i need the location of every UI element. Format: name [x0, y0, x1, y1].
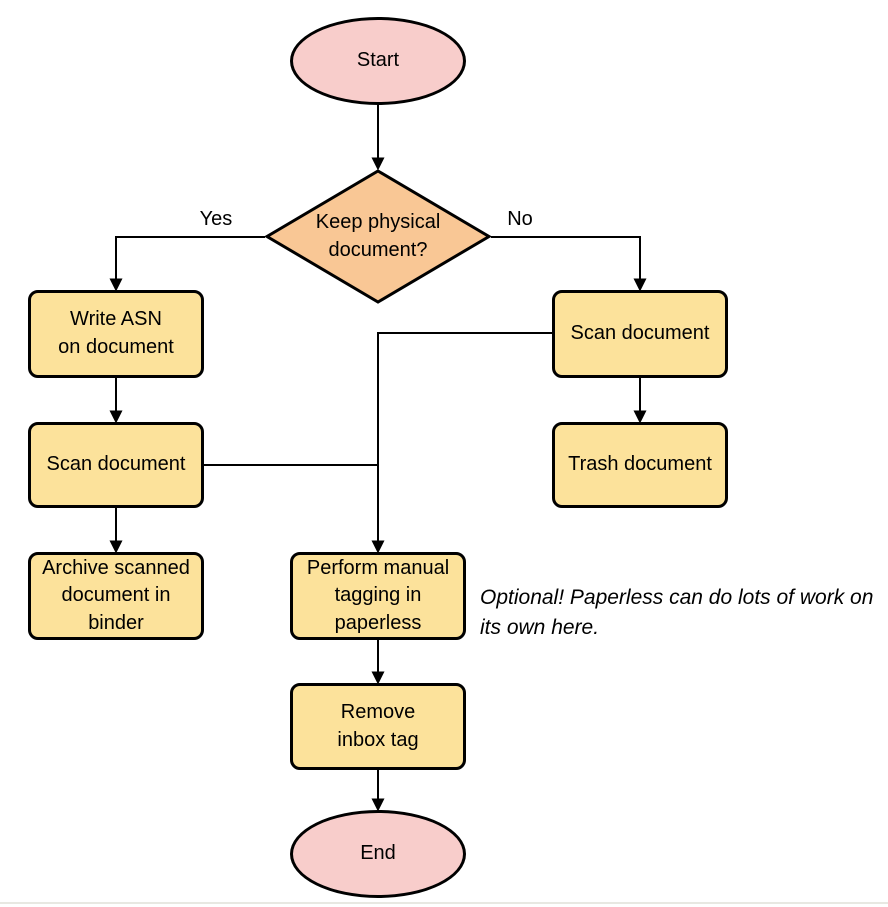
edge-label-yes: Yes: [199, 208, 233, 230]
node-start: Start: [290, 17, 466, 105]
node-archive-label: Archive scanned document in binder: [42, 556, 190, 634]
diamond-shape: [264, 169, 492, 304]
edge-label-no: No: [507, 208, 533, 230]
node-trash-label: Trash document: [568, 453, 712, 476]
node-scan-left-label: Scan document: [46, 453, 186, 476]
node-decision-label: Keep physical document?: [315, 210, 441, 261]
node-remove-inbox-label: Remove inbox tag: [337, 700, 419, 751]
node-trash-document: Trash document: [552, 422, 728, 508]
node-write-asn-label: Write ASN on document: [58, 308, 174, 358]
edge-scan-right-to-tagging: [371, 332, 552, 554]
edge-decision-no-to-scan-right: [491, 236, 647, 292]
node-decision-keep-physical-document: Keep physical document?: [264, 169, 492, 304]
annotation-optional-paperless: Optional! Paperless can do lots of work …: [480, 586, 874, 640]
node-tagging-label: Perform manual tagging in paperless: [306, 556, 450, 634]
node-end-label: End: [360, 842, 396, 865]
edge-decision-yes-to-write-asn: [109, 236, 265, 292]
bottom-edge-divider: [0, 902, 888, 904]
node-start-label: Start: [356, 49, 400, 72]
node-end: End: [290, 810, 466, 898]
node-write-asn-on-document: Write ASN on document: [28, 290, 204, 378]
node-archive-scanned-document: Archive scanned document in binder: [28, 552, 204, 640]
node-scan-document-left: Scan document: [28, 422, 204, 508]
node-scan-right-label: Scan document: [570, 322, 710, 345]
node-remove-inbox-tag: Remove inbox tag: [290, 683, 466, 770]
node-perform-manual-tagging: Perform manual tagging in paperless: [290, 552, 466, 640]
node-scan-document-right: Scan document: [552, 290, 728, 378]
